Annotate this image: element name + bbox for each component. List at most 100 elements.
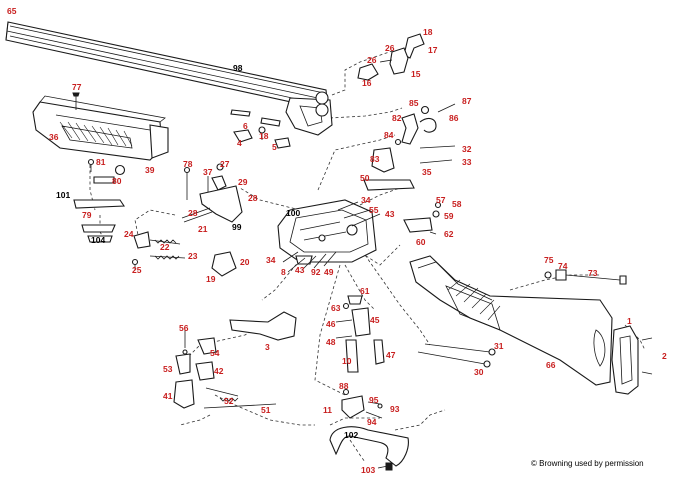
receiver-top-parts — [363, 103, 456, 191]
part-callout: 6 — [243, 121, 248, 131]
part-callout: 47 — [386, 350, 396, 360]
part-callout: 80 — [112, 176, 122, 186]
side-parts — [403, 201, 442, 235]
sear-parts — [173, 330, 277, 409]
part-callout: 20 — [240, 257, 250, 267]
part-callout: 79 — [82, 210, 92, 220]
part-callout: 27 — [220, 159, 230, 169]
part-callout: 42 — [214, 366, 224, 376]
part-callout: 32 — [462, 144, 472, 154]
stock-bolt — [544, 269, 627, 285]
part-callout: 17 — [428, 45, 438, 55]
part-callout: 74 — [558, 261, 568, 271]
part-callout: 49 — [324, 267, 334, 277]
part-callout: 16 — [362, 78, 372, 88]
part-callout: 37 — [203, 167, 213, 177]
part-callout: 85 — [409, 98, 419, 108]
part-callout: 104 — [91, 235, 106, 245]
part-callout: 82 — [392, 113, 402, 123]
part-callout: 77 — [72, 82, 82, 92]
part-callout: 92 — [311, 267, 321, 277]
part-callout: 26 — [385, 43, 395, 53]
part-callout: 84 — [384, 130, 394, 140]
part-callout: 81 — [96, 157, 106, 167]
part-callout: 95 — [369, 395, 379, 405]
trigger — [341, 388, 383, 419]
part-callout: 55 — [369, 205, 379, 215]
part-callout: 29 — [238, 177, 248, 187]
part-callout: 31 — [494, 341, 504, 351]
part-callout: 78 — [183, 159, 193, 169]
part-callout: 75 — [544, 255, 554, 265]
part-callout: 41 — [163, 391, 173, 401]
copyright-notice: © Browning used by permission — [531, 459, 644, 468]
firing-pins — [417, 343, 496, 368]
part-callout: 33 — [462, 157, 472, 167]
part-callout: 10 — [342, 356, 352, 366]
part-callout: 39 — [145, 165, 155, 175]
part-callout: 45 — [370, 315, 380, 325]
part-callout: 34 — [361, 195, 371, 205]
part-callout: 86 — [449, 113, 459, 123]
part-callout: 87 — [462, 96, 472, 106]
part-callout: 19 — [206, 274, 216, 284]
part-callout: 4 — [237, 138, 242, 148]
part-callout: 8 — [281, 267, 286, 277]
part-callout: 46 — [326, 319, 336, 329]
part-callout: 23 — [188, 251, 198, 261]
part-callout: 48 — [326, 337, 336, 347]
part-callout: 43 — [295, 265, 305, 275]
hammer-parts — [131, 231, 237, 277]
part-callout: 50 — [360, 173, 370, 183]
part-callout: 83 — [370, 154, 380, 164]
part-callout: 52 — [224, 396, 234, 406]
part-callout: 59 — [444, 211, 454, 221]
part-callout: 11 — [323, 405, 332, 415]
forend-iron-parts — [73, 158, 126, 243]
trigger-group — [335, 295, 385, 373]
part-callout: 54 — [210, 348, 220, 358]
top-lever-parts — [357, 33, 425, 81]
part-callout: 51 — [261, 405, 271, 415]
trigger-guard — [329, 426, 409, 471]
part-callout: 25 — [132, 265, 142, 275]
part-callout: 73 — [588, 268, 598, 278]
part-callout: 2 — [662, 351, 667, 361]
part-callout: 61 — [360, 286, 370, 296]
part-callout: 103 — [361, 465, 376, 475]
part-callout: 3 — [265, 342, 270, 352]
part-callout: 60 — [416, 237, 426, 247]
barrel-small-parts — [233, 126, 291, 149]
butt-plate — [611, 325, 653, 395]
part-callout: 58 — [452, 199, 462, 209]
forearm — [32, 95, 169, 161]
part-callout: 35 — [422, 167, 432, 177]
part-callout: 94 — [367, 417, 377, 427]
buttstock — [409, 255, 613, 386]
part-callout: 62 — [444, 229, 454, 239]
receiver-pins — [282, 251, 337, 273]
part-callout: 18 — [423, 27, 433, 37]
part-callout: 28 — [248, 193, 258, 203]
part-callout: 22 — [160, 242, 170, 252]
part-callout: 65 — [7, 6, 17, 16]
part-callout: 53 — [163, 364, 173, 374]
part-callout: 15 — [411, 69, 421, 79]
part-callout: 56 — [179, 323, 189, 333]
part-callout: 43 — [385, 209, 395, 219]
part-callout: 34 — [266, 255, 276, 265]
part-callout: 100 — [286, 208, 301, 218]
part-callout: 36 — [49, 132, 59, 142]
part-callout: 28 — [188, 208, 198, 218]
part-callout: 98 — [233, 63, 243, 73]
part-callout: 1 — [627, 316, 632, 326]
part-callout: 57 — [436, 195, 446, 205]
forend-screw — [72, 92, 80, 110]
ejector-parts — [181, 163, 243, 223]
part-callout: 66 — [546, 360, 556, 370]
receiver-top-pins — [337, 201, 381, 227]
part-callout: 18 — [259, 131, 269, 141]
part-callout: 102 — [344, 430, 359, 440]
part-callout: 24 — [124, 229, 134, 239]
